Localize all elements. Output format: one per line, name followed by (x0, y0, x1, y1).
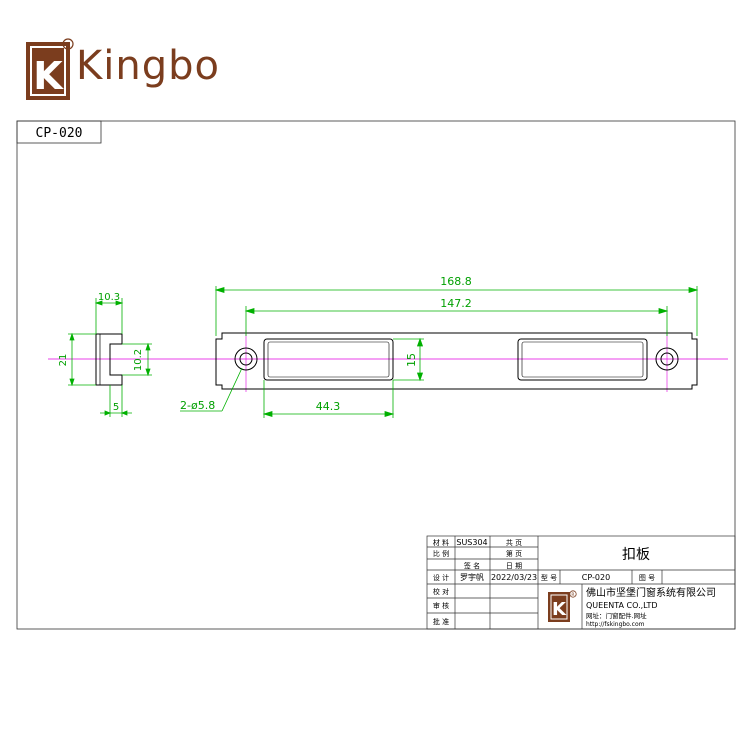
dim-slot-height (393, 337, 424, 382)
dim-side-width (94, 298, 124, 334)
slot-right (517, 338, 648, 381)
model-label: 型 号 (541, 573, 557, 582)
page-label: 第 页 (506, 549, 522, 558)
company-tagline: 网址：门窗配件.网址 (586, 611, 647, 620)
title-block-registered-icon (569, 590, 577, 598)
slot-left-inner (267, 341, 390, 378)
side-view-profile (95, 333, 123, 386)
dim-slot-height-label: 15 (405, 353, 418, 367)
dim-side-height (68, 332, 96, 387)
review-label: 审 核 (433, 601, 449, 610)
dim-side-base-label: 5 (113, 402, 119, 413)
dim-overall-length-label: 168.8 (440, 275, 472, 288)
company-name-cn: 佛山市坚堡门窗系统有限公司 (586, 586, 716, 599)
code-box (16, 120, 102, 144)
dim-side-width-label: 10.3 (98, 292, 120, 303)
dim-side-inner-label: 10.2 (133, 349, 144, 371)
hole-left-inner (239, 352, 253, 366)
designer-name: 罗宇帆 (460, 572, 484, 582)
dim-holes-leader (180, 367, 243, 412)
dim-slot-length-label: 44.3 (316, 400, 341, 413)
brand-name: Kingbo (76, 43, 220, 89)
part-name: 扣板 (622, 547, 650, 563)
approve-label: 批 准 (433, 617, 449, 626)
drawing-no-label: 图 号 (639, 574, 655, 582)
design-label: 设 计 (433, 573, 449, 582)
sign-label: 签 名 (464, 561, 480, 570)
dim-side-base (100, 385, 132, 417)
material-value: SUS304 (456, 538, 487, 547)
hole-right-outer (655, 347, 679, 371)
logo-square (26, 42, 70, 100)
material-label: 材 料 (433, 538, 449, 547)
registered-icon (62, 38, 74, 50)
check-label: 校 对 (433, 587, 449, 596)
title-block-logo-letter: K (552, 599, 567, 620)
dim-hole-spacing (244, 306, 669, 336)
dim-overall-length (214, 286, 699, 336)
company-name-en: QUEENTA CO.,LTD (586, 601, 658, 610)
model-value: CP-020 (582, 573, 610, 582)
total-pages-label: 共 页 (506, 538, 522, 547)
logo-inner (30, 46, 66, 96)
design-date: 2022/03/23 (491, 573, 537, 582)
slot-right-inner (521, 341, 644, 378)
company-website: http://fskingbo.com (586, 621, 645, 628)
registered-mark: R (66, 41, 71, 49)
dim-holes-label: 2-ø5.8 (180, 399, 215, 412)
dim-hole-spacing-label: 147.2 (440, 297, 472, 310)
title-block-logo: K R (548, 590, 577, 622)
drawing-code: CP-020 (36, 126, 83, 141)
logo-letter: K (33, 54, 64, 98)
title-block-registered-mark: R (571, 592, 574, 598)
dim-side-height-label: 21 (58, 354, 69, 367)
hole-left-outer (234, 347, 258, 371)
dim-slot-length (262, 380, 395, 418)
date-label: 日 期 (506, 562, 522, 570)
scale-label: 比 例 (433, 549, 449, 558)
dim-side-inner (122, 342, 152, 377)
title-block (426, 535, 736, 630)
brand-logo: K R (26, 38, 74, 100)
hole-right-inner (660, 352, 674, 366)
drawing-frame (16, 120, 736, 630)
slot-left (263, 338, 394, 381)
plate-outline (215, 332, 698, 390)
